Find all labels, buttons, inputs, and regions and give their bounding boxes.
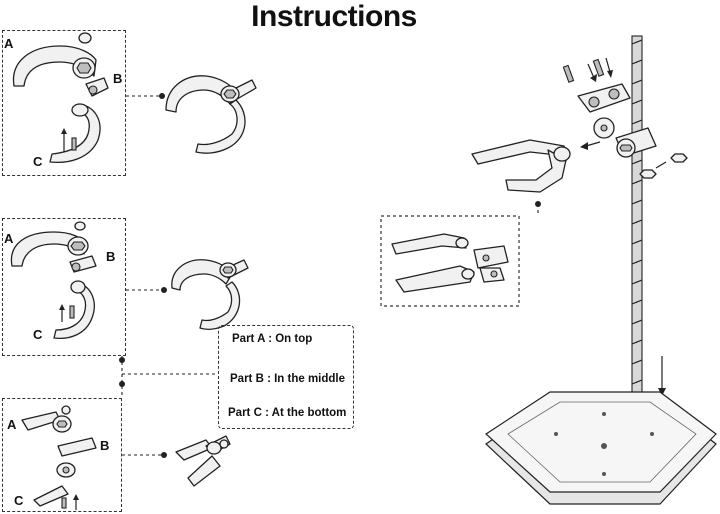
- base-hole: [602, 472, 606, 476]
- part-c-socket-1: [71, 103, 89, 117]
- legend-box: [218, 325, 354, 429]
- section-1-label-a: A: [4, 36, 14, 51]
- section-3-label-c: C: [14, 493, 24, 508]
- rod-threads: [631, 39, 643, 385]
- nut-icon-1: [78, 32, 92, 44]
- base-hole: [602, 412, 606, 416]
- part-b-hole-1: [88, 85, 98, 95]
- legend-part-c: Part C : At the bottom: [228, 407, 347, 419]
- section-2-label-a: A: [4, 231, 14, 246]
- nut-icon: [639, 169, 657, 179]
- section-2-label-c: C: [33, 327, 43, 342]
- legend-part-b: Part B : In the middle: [230, 373, 346, 385]
- inset-box: [380, 215, 520, 307]
- section-3-exploded-box: [2, 398, 122, 512]
- clamp-block: [577, 83, 631, 113]
- section-1-label-b: B: [113, 71, 123, 86]
- section-3-label-b: B: [100, 438, 110, 453]
- part-c-hook-1: [49, 103, 101, 164]
- hex-base-inset: [507, 401, 697, 483]
- screw-icon: [592, 58, 605, 77]
- section-3-label-a: A: [7, 417, 17, 432]
- section-2-label-b: B: [106, 249, 116, 264]
- base-hole: [554, 432, 558, 436]
- legend-part-a: Part A : On top: [232, 333, 313, 345]
- section-2-exploded-box: [2, 218, 126, 356]
- section-1-label-c: C: [33, 154, 43, 169]
- nut-icon: [670, 153, 688, 163]
- screw-icon-1: [71, 137, 77, 151]
- base-hole: [650, 432, 654, 436]
- part-a-hex-1: [76, 62, 92, 74]
- screw-icon: [562, 64, 575, 83]
- up-arrow-head-1: [61, 128, 67, 134]
- section-1-exploded-box: [2, 30, 126, 176]
- base-hole: [601, 443, 607, 449]
- page-title: Instructions: [251, 0, 417, 33]
